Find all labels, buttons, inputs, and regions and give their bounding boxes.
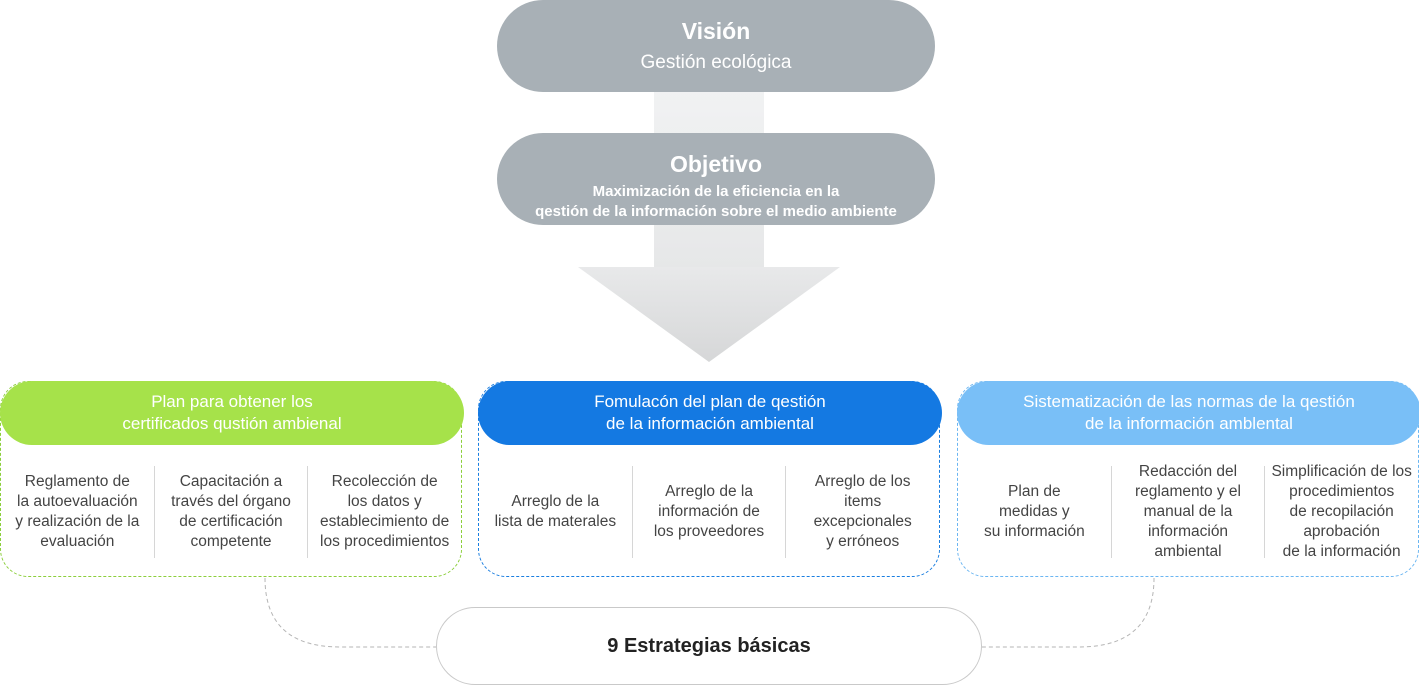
strategy-item: Redacción del reglamento y el manual de …: [1110, 463, 1265, 560]
group-environmental-plan-title: Fomulacón del plan de qestión de la info…: [594, 392, 826, 433]
group-certificates-items: Reglamento de la autoevaluación y realiz…: [1, 466, 461, 558]
group-certificates: Plan para obtener los certificados qusti…: [0, 381, 464, 577]
group-environmental-plan-items: Arreglo de la lista de materales Arreglo…: [479, 466, 939, 558]
strategy-item: Arreglo de la información de los proveed…: [631, 466, 786, 558]
strategy-item: Arreglo de los items excepcionales y err…: [785, 466, 939, 558]
group-environmental-plan: Fomulacón del plan de qestión de la info…: [478, 381, 942, 577]
objective-title: Objetivo: [669, 151, 762, 177]
vision-subtitle: Gestión ecológica: [640, 52, 792, 73]
strategy-item: Recolección de los datos y establecimien…: [307, 466, 461, 558]
group-certificates-title: Plan para obtener los certificados qusti…: [122, 392, 342, 433]
objective-line-1: Maximización de la eficiencia en la: [592, 183, 840, 200]
group-systematization-items: Plan de medidas y su información Redacci…: [958, 463, 1418, 560]
strategy-item: Simplificación de los procedimientos de …: [1264, 463, 1418, 560]
strategies-label: 9 Estrategias básicas: [607, 634, 811, 657]
objective-text: Maximización de la eficiencia en la qest…: [497, 182, 935, 222]
strategy-item: Arreglo de la lista de materales: [494, 493, 617, 530]
strategies-box: 9 Estrategias básicas: [436, 607, 982, 685]
objective-line-2: qestión de la información sobre el medio…: [535, 203, 897, 220]
strategy-item: Capacitación a través del órgano de cert…: [153, 466, 308, 558]
group-systematization: Sistematización de las normas de la qest…: [957, 381, 1419, 577]
objective-box: Objetivo Maximización de la eficiencia e…: [497, 133, 935, 225]
strategy-item: Reglamento de la autoevaluación y realiz…: [15, 473, 140, 550]
vision-title: Visión: [681, 18, 751, 44]
vision-box: Visión Gestión ecológica: [497, 0, 935, 92]
strategy-item: Plan de medidas y su información: [983, 483, 1085, 540]
group-certificates-header: Plan para obtener los certificados qusti…: [0, 381, 464, 445]
group-environmental-plan-header: Fomulacón del plan de qestión de la info…: [478, 381, 942, 445]
group-systematization-title: Sistematización de las normas de la qest…: [1023, 392, 1355, 433]
group-systematization-header: Sistematización de las normas de la qest…: [957, 381, 1419, 445]
